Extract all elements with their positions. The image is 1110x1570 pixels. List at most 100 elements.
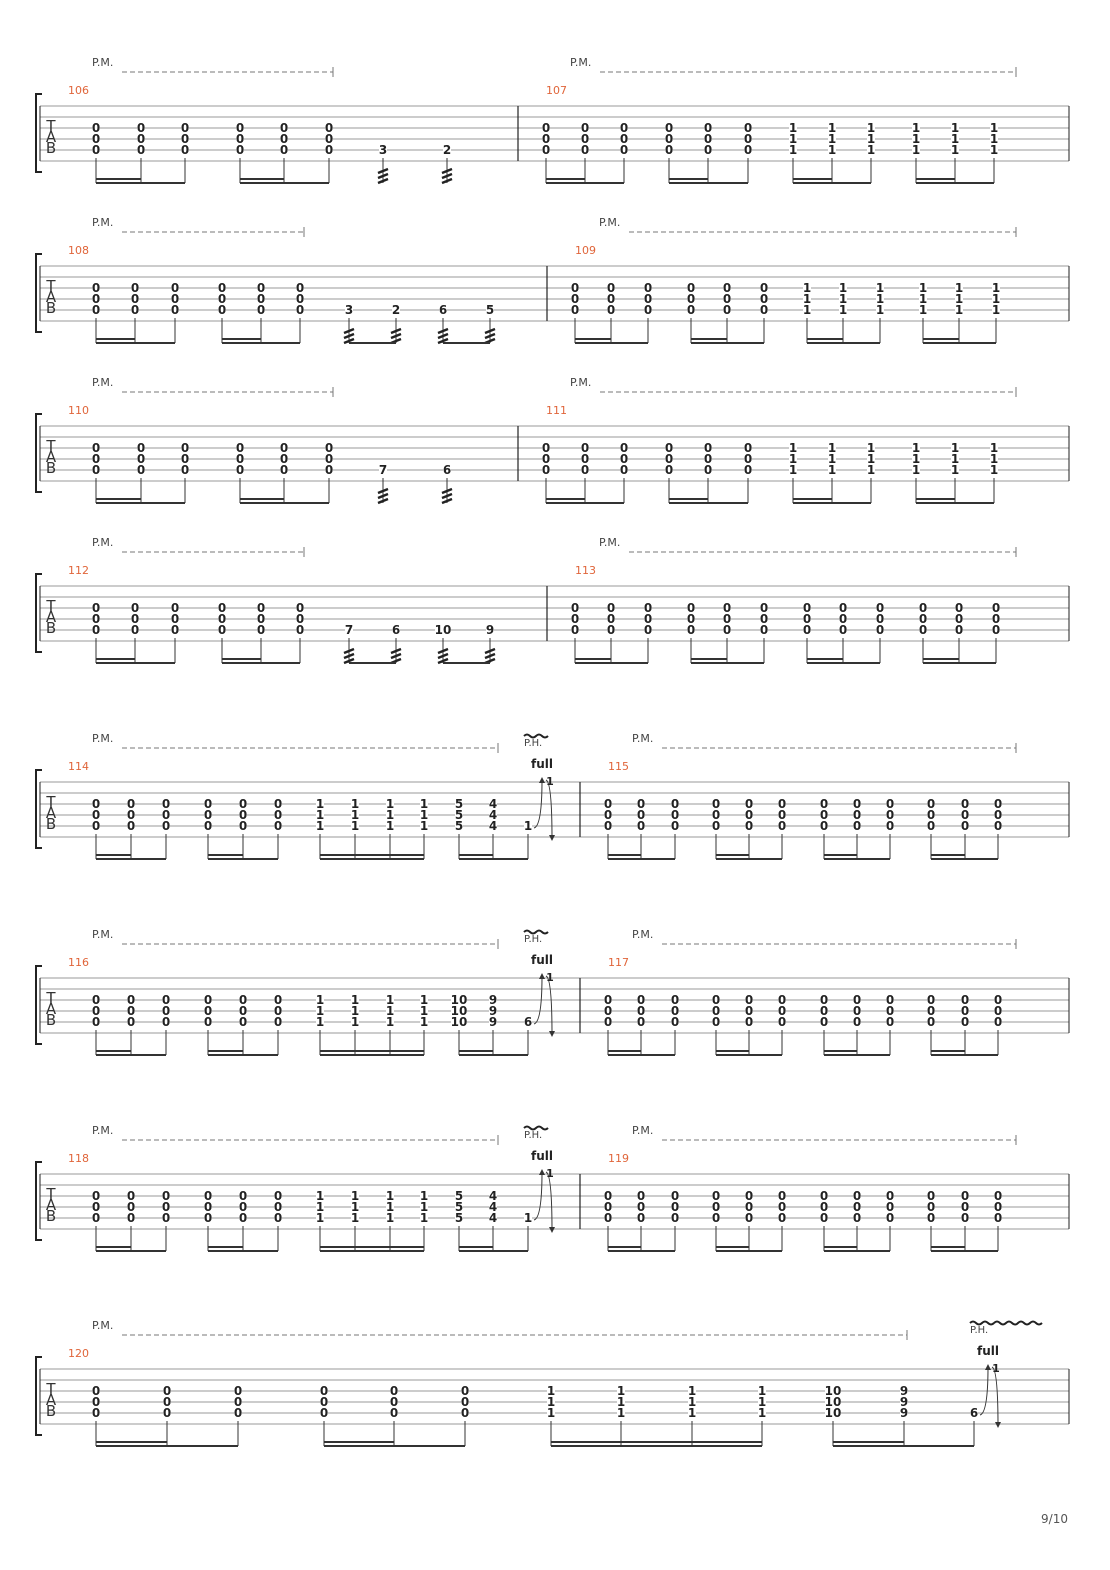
fret-bg (745, 1017, 753, 1027)
fret-number: 0 (745, 1015, 753, 1029)
fret-number: 1 (617, 1406, 625, 1420)
fret-bg (131, 294, 139, 304)
palm-mute-label: P.M. (92, 1124, 113, 1137)
fret-bg (758, 1397, 766, 1407)
fret-number: 0 (181, 441, 189, 455)
fret-bg (296, 625, 304, 635)
fret-number: 0 (637, 993, 645, 1007)
fret-number: 0 (127, 797, 135, 811)
fret-bg (994, 799, 1002, 809)
fret-number: 0 (257, 292, 265, 306)
fret-bg (204, 995, 212, 1005)
fret-number: 0 (927, 1200, 935, 1214)
fret-number: 0 (745, 797, 753, 811)
bend-curve (979, 1366, 989, 1416)
fret-number: 0 (571, 281, 579, 295)
system-bracket (35, 93, 42, 173)
fret-bg (990, 145, 998, 155)
tremolo-slash (377, 172, 389, 180)
fret-bg (607, 283, 615, 293)
fret-number: 0 (542, 452, 550, 466)
fret-number: 0 (137, 452, 145, 466)
fret-bg (137, 145, 145, 155)
fret-number: 0 (325, 132, 333, 146)
fret-bg (439, 305, 447, 315)
fret-number: 0 (92, 1004, 100, 1018)
fret-bg (420, 1191, 428, 1201)
fret-number: 0 (604, 1015, 612, 1029)
fret-bg (990, 134, 998, 144)
fret-number: 0 (296, 601, 304, 615)
fret-bg (489, 1191, 497, 1201)
tremolo-slash (441, 497, 453, 505)
fret-number: 1 (990, 441, 998, 455)
fret-number: 0 (127, 1004, 135, 1018)
fret-bg (961, 1017, 969, 1027)
fret-number: 0 (581, 121, 589, 135)
fret-number: 0 (171, 292, 179, 306)
fret-bg (994, 1017, 1002, 1027)
fret-bg (778, 995, 786, 1005)
fret-number: 1 (867, 143, 875, 157)
fret-number: 4 (489, 819, 497, 833)
fret-number: 0 (127, 1015, 135, 1029)
fret-number: 0 (853, 1189, 861, 1203)
fret-bg (927, 1191, 935, 1201)
fret-number: 1 (316, 993, 324, 1007)
fret-number: 0 (218, 292, 226, 306)
palm-mute-label: P.M. (599, 536, 620, 549)
fret-number: 0 (760, 303, 768, 317)
fret-bg (461, 1408, 469, 1418)
fret-number: 9 (489, 993, 497, 1007)
fret-bg (274, 1191, 282, 1201)
fret-bg (919, 603, 927, 613)
fret-bg (637, 821, 645, 831)
tremolo-slash (343, 652, 355, 660)
tab-clef-letter: A (46, 128, 57, 146)
fret-number: 0 (853, 993, 861, 1007)
fret-number: 7 (379, 463, 387, 477)
fret-number: 5 (486, 303, 494, 317)
fret-number: 0 (390, 1384, 398, 1398)
fret-number: 0 (853, 1200, 861, 1214)
vibrato-wave (523, 1125, 549, 1131)
pinch-harmonic-label: P.H. (524, 1130, 542, 1141)
fret-number: 0 (637, 1015, 645, 1029)
tremolo-slash (437, 337, 449, 345)
tremolo-slash (484, 332, 496, 340)
fret-number: 0 (961, 1200, 969, 1214)
fret-number: 6 (524, 1015, 532, 1029)
fret-number: 0 (296, 292, 304, 306)
fret-number: 0 (992, 612, 1000, 626)
fret-bg (704, 134, 712, 144)
fret-number: 0 (92, 797, 100, 811)
fret-bg (92, 1397, 100, 1407)
fret-bg (778, 821, 786, 831)
fret-bg (162, 821, 170, 831)
fret-bg (386, 1006, 394, 1016)
fret-number: 0 (571, 601, 579, 615)
fret-number: 0 (131, 601, 139, 615)
fret-bg (92, 799, 100, 809)
fret-bg (92, 454, 100, 464)
measure-number: 110 (68, 404, 89, 417)
fret-number: 0 (886, 1015, 894, 1029)
fret-bg (994, 1006, 1002, 1016)
fret-bg (455, 821, 463, 831)
fret-bg (455, 810, 463, 820)
fret-bg (325, 465, 333, 475)
fret-number: 0 (687, 292, 695, 306)
fret-bg (234, 1397, 242, 1407)
fret-bg (620, 123, 628, 133)
fret-bg (257, 603, 265, 613)
fret-bg (820, 821, 828, 831)
fret-number: 0 (204, 808, 212, 822)
fret-bg (723, 603, 731, 613)
fret-bg (927, 799, 935, 809)
fret-number: 0 (461, 1395, 469, 1409)
fret-bg (820, 1191, 828, 1201)
fret-bg (853, 995, 861, 1005)
fret-number: 0 (778, 1189, 786, 1203)
fret-bg (92, 123, 100, 133)
fret-number: 1 (839, 281, 847, 295)
